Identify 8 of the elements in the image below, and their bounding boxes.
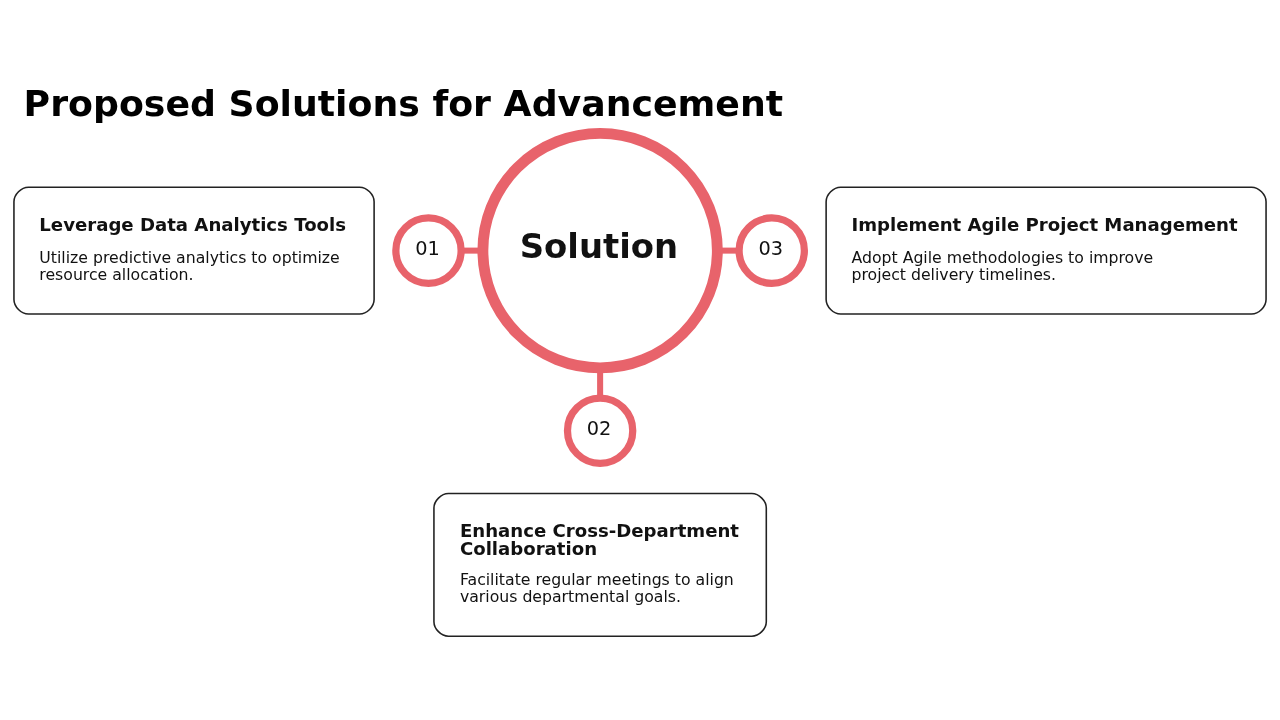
node-circle: 02 [563, 394, 637, 467]
node-circle: 03 [735, 214, 808, 287]
node-box: Implement Agile Project Management Adopt Agile methodologies to improve project delivery timelines. [825, 186, 1267, 315]
diagram-title: Proposed Solutions for Advancement [23, 82, 784, 126]
node-box: Leverage Data Analytics Tools Utilize predictive analytics to optimize resource allocation. [13, 186, 375, 315]
node-circle: 01 [392, 214, 465, 287]
node-circle: Solution [477, 127, 723, 374]
node-box: Enhance Cross-Department Collaboration Facilitate regular meetings to align various departmental goals. [433, 492, 768, 637]
